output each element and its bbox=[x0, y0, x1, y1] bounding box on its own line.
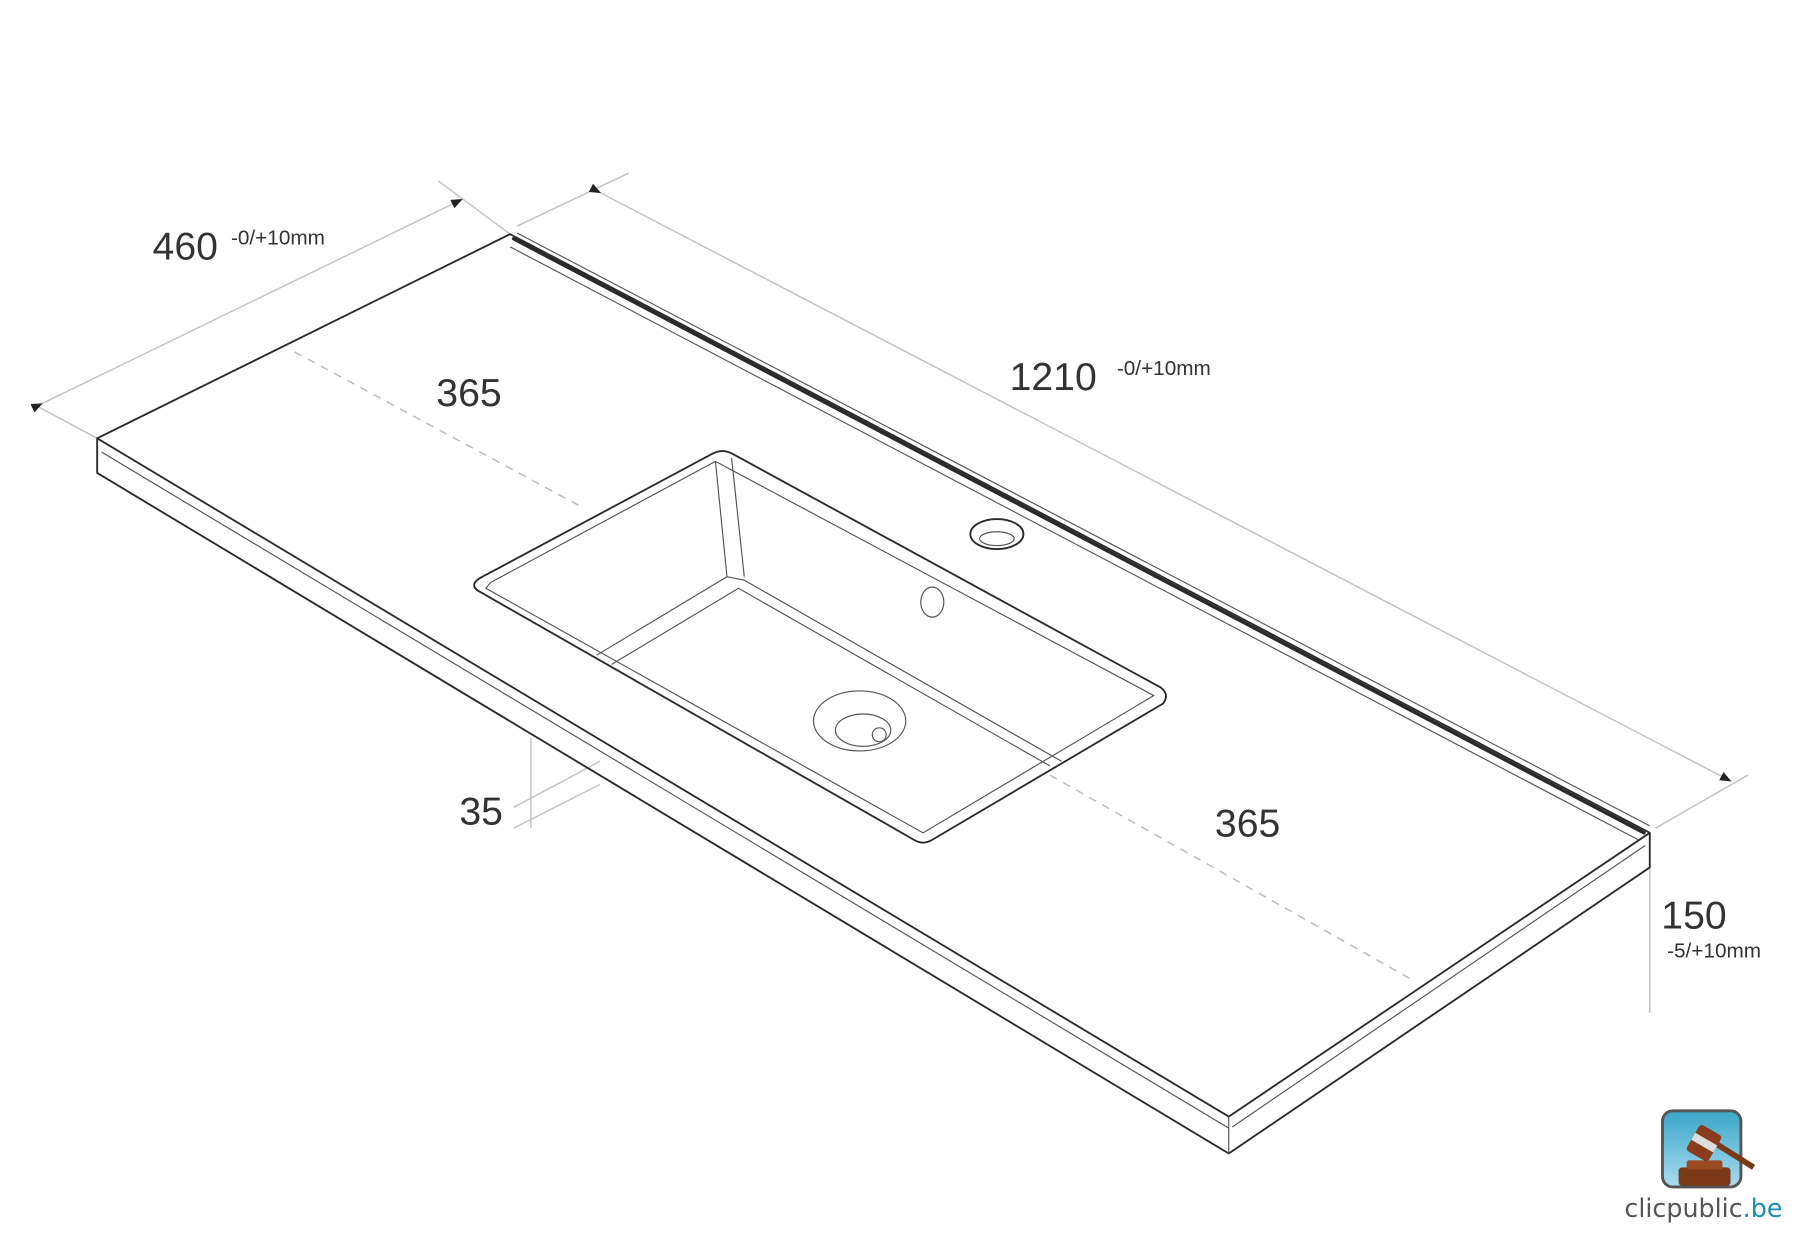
depth-label: 460 -0/+10mm bbox=[153, 226, 325, 269]
basin bbox=[473, 450, 1167, 844]
svg-text:460: 460 bbox=[153, 226, 218, 269]
overflow-hole bbox=[920, 586, 945, 618]
drain bbox=[812, 690, 907, 752]
tap-hole bbox=[969, 518, 1025, 550]
width-label: 1210 -0/+10mm bbox=[1010, 356, 1211, 399]
dimension-lines bbox=[30, 172, 1749, 1013]
svg-text:-5/+10mm: -5/+10mm bbox=[1667, 939, 1761, 962]
gavel-icon bbox=[1678, 1125, 1756, 1186]
right-offset-label: 365 bbox=[1215, 802, 1280, 845]
countertop bbox=[96, 232, 1651, 1155]
left-offset-label: 365 bbox=[436, 372, 501, 415]
svg-text:1210: 1210 bbox=[1010, 356, 1097, 399]
svg-text:-0/+10mm: -0/+10mm bbox=[1117, 357, 1211, 380]
clicpublic-logo: clicpublic.be bbox=[1624, 1109, 1782, 1223]
thickness-label: 35 bbox=[459, 791, 503, 834]
svg-text:150: 150 bbox=[1661, 895, 1726, 938]
height-label: 150 -5/+10mm bbox=[1661, 895, 1761, 963]
svg-text:-0/+10mm: -0/+10mm bbox=[231, 227, 325, 250]
svg-text:clicpublic.be: clicpublic.be bbox=[1624, 1193, 1782, 1223]
